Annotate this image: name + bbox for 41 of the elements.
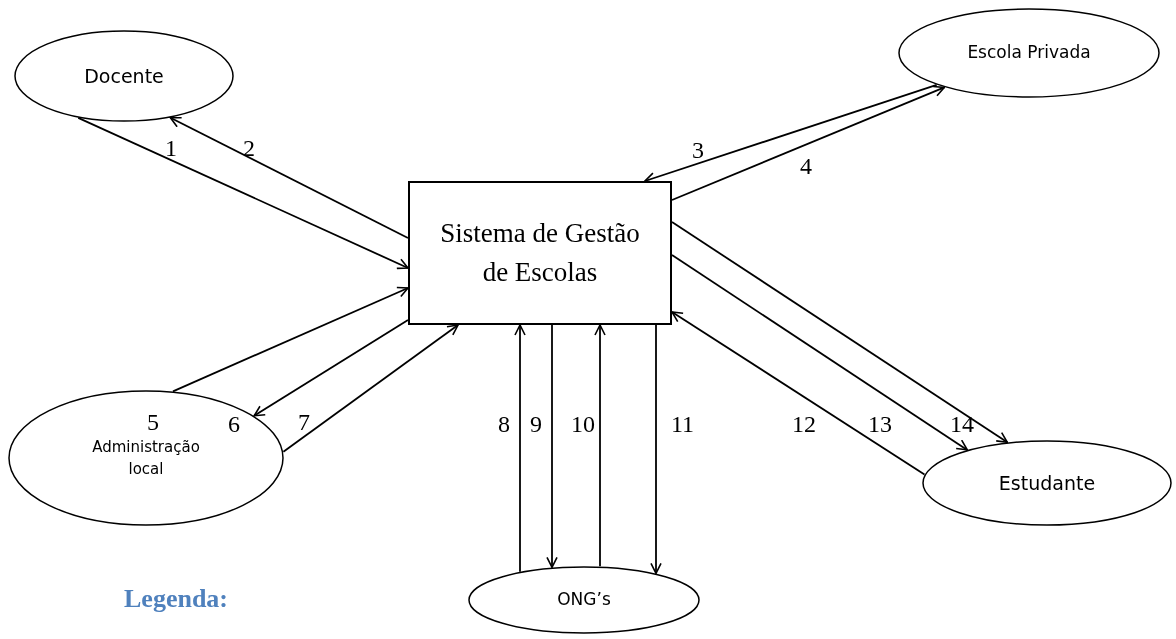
- edge-label: 9: [530, 412, 542, 436]
- edge-label: 2: [243, 136, 255, 160]
- process-box: [408, 181, 672, 325]
- entity-ellipse: [14, 30, 234, 122]
- arrow: [169, 116, 409, 239]
- edge-label: 14: [950, 412, 974, 436]
- edge-label: 5: [147, 410, 159, 434]
- arrow: [671, 311, 926, 476]
- node-label: Docente: [84, 63, 164, 89]
- edge-label: 8: [498, 412, 510, 436]
- edge-label: 3: [692, 138, 704, 162]
- arrow: [671, 221, 1009, 444]
- arrow: [650, 324, 662, 575]
- edge-label: 7: [298, 410, 310, 434]
- arrow: [546, 324, 558, 569]
- arrow: [172, 286, 409, 393]
- node-label: Administração local: [91, 436, 201, 480]
- entity-ellipse: [8, 390, 284, 526]
- edge-label: 12: [792, 412, 816, 436]
- node-label: ONG’s: [557, 588, 611, 612]
- edge-label: 1: [165, 136, 177, 160]
- arrow: [671, 254, 969, 451]
- entity-ellipse: [922, 440, 1172, 526]
- node-label: Escola Privada: [967, 41, 1091, 65]
- entity-ellipse: [468, 566, 700, 634]
- edge-label: 11: [671, 412, 695, 436]
- arrow: [514, 324, 526, 573]
- arrow: [594, 324, 606, 568]
- entity-ellipse: [898, 8, 1160, 98]
- node-label: Sistema de Gestão de Escolas: [439, 216, 641, 289]
- arrow: [282, 324, 459, 453]
- node-label: Estudante: [998, 470, 1096, 496]
- arrow: [77, 116, 409, 270]
- arrow: [671, 85, 946, 201]
- edge-label: 4: [800, 154, 812, 178]
- edge-label: 13: [868, 412, 892, 436]
- edge-label: 6: [228, 412, 240, 436]
- legend-heading: Legenda:: [124, 586, 228, 612]
- arrow: [253, 319, 409, 417]
- edge-label: 10: [571, 412, 595, 436]
- arrow: [644, 84, 938, 184]
